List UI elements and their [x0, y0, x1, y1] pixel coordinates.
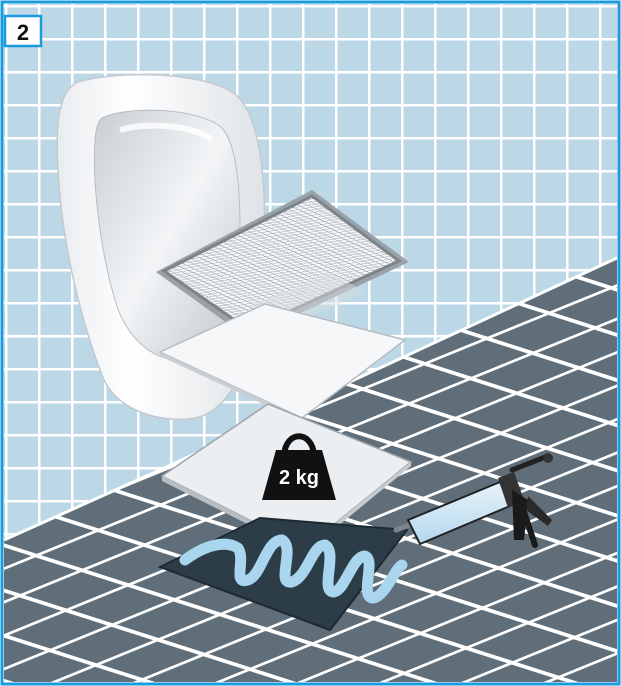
step-number: 2 [17, 20, 29, 45]
weight-label: 2 kg [279, 467, 319, 489]
step-badge: 2 [5, 16, 41, 46]
